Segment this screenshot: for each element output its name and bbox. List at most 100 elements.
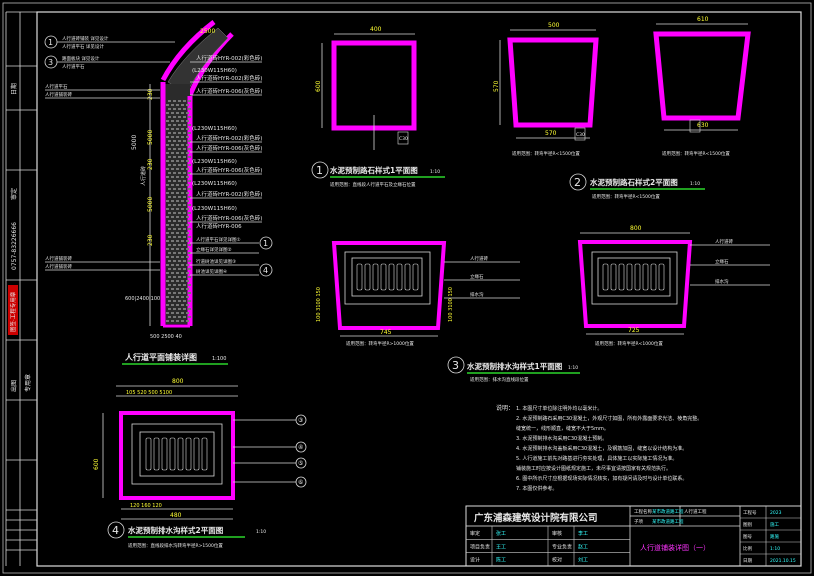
- left-callout-num-2: 3: [48, 58, 53, 67]
- tb-project-value: 某市政道路工程: [652, 508, 684, 515]
- d1-note: 适用范围：直线段人行道平石及立缘石位置: [330, 181, 416, 188]
- r-e1: 人行道平石详见详图①: [196, 236, 241, 243]
- paving-brick: [171, 168, 174, 170]
- detail-1: 400 600 C30 1 水泥预制路石样式1平面图 1:10 适用范围：直线段…: [311, 26, 445, 188]
- d3-number: 3: [452, 359, 459, 372]
- r-a3: 人行道砖HYR-006(灰色砖): [196, 87, 262, 95]
- paving-brick: [173, 140, 176, 142]
- paving-brick: [181, 248, 184, 250]
- grate-slot: [145, 437, 152, 471]
- company-name: 广东浦森建筑设计院有限公司: [474, 512, 598, 524]
- d3-note-b: 适用范围：转弯半径R<1000位置: [595, 340, 663, 347]
- strip-issue-label: 出图: [10, 380, 18, 392]
- note-line-5: 4. 水泥预制排水沟盖板采用C30混凝土，及钢筋加固，缝宽以设计结构为准。: [516, 445, 687, 452]
- paving-brick: [171, 248, 174, 250]
- paving-brick: [181, 320, 184, 322]
- paving-brick: [168, 228, 171, 230]
- paving-brick: [188, 228, 191, 230]
- paving-brick: [178, 284, 181, 286]
- paving-brick: [183, 300, 186, 302]
- paving-brick: [171, 184, 174, 186]
- d2-dim-top-b: 610: [697, 16, 709, 23]
- d4-dim-bottom-row: 120 160 120: [130, 503, 162, 509]
- paving-brick: [186, 264, 189, 266]
- paving-brick: [166, 160, 169, 162]
- paving-brick: [168, 316, 171, 318]
- d3-callout-b-1: 人行道砖: [715, 238, 733, 245]
- paving-brick: [186, 200, 189, 202]
- sidewalk-top-dim: 2500: [200, 28, 215, 35]
- d1-dim-h: 600: [315, 80, 322, 92]
- paving-brick: [173, 188, 176, 190]
- d2-curb-stone-b: [653, 31, 751, 121]
- d2-number: 2: [574, 176, 581, 189]
- paving-brick: [176, 232, 179, 234]
- paving-brick: [186, 176, 189, 178]
- paving-brick: [166, 280, 169, 282]
- paving-brick: [186, 136, 189, 138]
- paving-brick: [186, 152, 189, 154]
- paving-brick: [178, 244, 181, 246]
- strip-seal-label: 专用章: [24, 374, 32, 392]
- d4-callouts: ③ ④ ⑤ ⑥: [233, 414, 307, 488]
- d2-number-circle: [569, 173, 587, 191]
- paving-brick: [183, 212, 186, 214]
- paving-brick: [171, 104, 174, 106]
- d4-scale: 1:10: [256, 529, 266, 535]
- paving-brick: [176, 136, 179, 138]
- paving-brick: [183, 204, 186, 206]
- d1-title: 水泥预制路石样式1平面图: [330, 165, 418, 175]
- paving-brick: [176, 208, 179, 210]
- d3-dim-w-b: 725: [628, 327, 640, 334]
- paving-brick: [176, 320, 179, 322]
- paving-brick: [188, 108, 191, 110]
- paving-brick: [178, 196, 181, 198]
- paving-brick: [181, 136, 184, 138]
- paving-brick: [171, 320, 174, 322]
- paving-brick: [166, 120, 169, 122]
- paving-brick: [176, 312, 179, 314]
- paving-brick: [186, 168, 189, 170]
- d3-callout-a-1: 人行道砖: [470, 255, 488, 262]
- grate-slot: [642, 263, 649, 291]
- paving-brick: [188, 180, 191, 182]
- paving-brick: [178, 100, 181, 102]
- right-callout-num-4: 4: [263, 266, 268, 275]
- paving-brick: [188, 196, 191, 198]
- paving-brick: [186, 272, 189, 274]
- paving-brick: [173, 308, 176, 310]
- left-callout-num-1: 1: [48, 38, 53, 47]
- grate-slot: [372, 263, 379, 291]
- paving-brick: [171, 240, 174, 242]
- paving-brick: [188, 140, 191, 142]
- paving-brick: [181, 296, 184, 298]
- sidewalk-right-callouts: 人行道平石详见详图① 立缘石详见详图② 行道树池详见详图③ 树池详见详图④: [190, 236, 259, 276]
- paving-brick: [168, 300, 171, 302]
- paving-brick: [176, 288, 179, 290]
- paving-brick: [168, 124, 171, 126]
- paving-brick: [166, 224, 169, 226]
- d4-dim-top: 800: [172, 378, 184, 385]
- d4-number: 4: [112, 524, 119, 537]
- paving-brick: [173, 220, 176, 222]
- grate-slot: [650, 263, 657, 291]
- paving-brick: [183, 140, 186, 142]
- paving-brick: [183, 292, 186, 294]
- paving-brick: [173, 164, 176, 166]
- grate-slot: [404, 263, 411, 291]
- d1-section-marker: [397, 131, 409, 145]
- right-callout-num-1: 1: [263, 239, 268, 248]
- d3-dim-w-a: 745: [380, 329, 392, 336]
- sidewalk-side-dim: 5000: [131, 135, 138, 150]
- paving-brick: [181, 256, 184, 258]
- paving-brick: [183, 148, 186, 150]
- d3-drain-frame-b: [577, 240, 693, 328]
- paving-brick: [188, 300, 191, 302]
- d1-scale: 1:10: [430, 169, 440, 175]
- paving-brick: [186, 104, 189, 106]
- paving-brick: [166, 112, 169, 114]
- tb-sign-label: 审定: [470, 530, 480, 537]
- paving-brick: [186, 232, 189, 234]
- left-note-4: 人行道平石: [62, 63, 85, 70]
- paving-brick: [168, 204, 171, 206]
